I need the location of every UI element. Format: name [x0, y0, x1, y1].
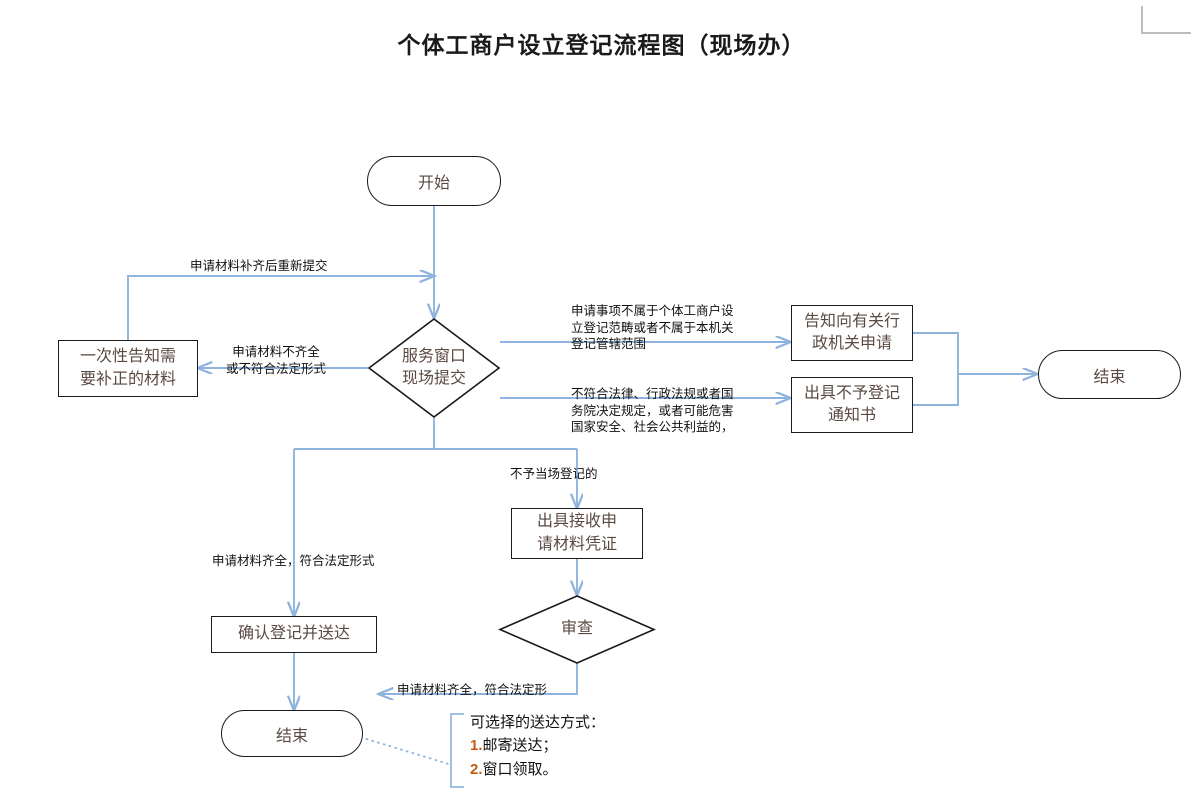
node-refusal-notice-label: 出具不予登记 通知书	[803, 384, 900, 424]
node-confirm-registration-label: 确认登记并送达	[237, 625, 350, 643]
page-corner-mark	[1141, 6, 1191, 34]
edge-label-incomplete: 申请材料不齐全 或不符合法定形式	[226, 345, 327, 376]
note-item-2: 2.窗口领取。	[470, 758, 605, 781]
node-review[interactable]: 审查	[497, 595, 657, 664]
page-title: 个体工商户设立登记流程图（现场办）	[397, 33, 806, 58]
edge-label-illegal: 不符合法律、行政法规或者国 务院决定规定，或者可能危害 国家安全、社会公共利益的…	[571, 387, 734, 434]
node-end-bottom[interactable]: 结束	[221, 710, 363, 757]
node-notify-other-agency[interactable]: 告知向有关行 政机关申请	[791, 305, 913, 361]
node-one-time-notice[interactable]: 一次性告知需 要补正的材料	[58, 340, 198, 397]
node-notify-other-agency-label: 告知向有关行 政机关申请	[803, 312, 900, 352]
edge-label-not-on-site: 不予当场登记的	[510, 467, 598, 481]
note-item-2-number: 2.	[470, 760, 483, 778]
node-receipt-voucher-label: 出具接收申 请材料凭证	[536, 513, 617, 553]
node-start-label: 开始	[417, 175, 450, 192]
edge-label-complete-from-window: 申请材料齐全，符合法定形式	[212, 554, 375, 568]
node-end-right-label: 结束	[1093, 368, 1126, 386]
node-receipt-voucher[interactable]: 出具接收申 请材料凭证	[511, 508, 643, 559]
note-item-1-number: 1.	[470, 737, 483, 755]
edge-label-complete-from-review: 申请材料齐全，符合法定形	[397, 683, 548, 697]
edge-label-resubmit: 申请材料补齐后重新提交	[190, 259, 328, 273]
node-refusal-notice[interactable]: 出具不予登记 通知书	[791, 377, 913, 433]
note-item-1-text: 邮寄送达；	[482, 737, 558, 755]
note-item-1: 1.邮寄送达；	[470, 734, 605, 757]
edge-label-out-of-scope: 申请事项不属于个体工商户设 立登记范畴或者不属于本机关 登记管辖范围	[571, 304, 734, 351]
node-end-bottom-label: 结束	[275, 727, 308, 745]
node-start[interactable]: 开始	[367, 156, 501, 206]
delivery-method-note: 可选择的送达方式： 1.邮寄送达； 2.窗口领取。	[470, 711, 605, 781]
node-service-window[interactable]: 服务窗口 现场提交	[367, 317, 501, 419]
note-heading: 可选择的送达方式：	[470, 714, 606, 731]
node-end-right[interactable]: 结束	[1038, 350, 1181, 399]
node-confirm-registration[interactable]: 确认登记并送达	[211, 616, 377, 653]
note-item-2-text: 窗口领取。	[482, 760, 558, 778]
note-bracket	[450, 713, 464, 788]
node-one-time-notice-label: 一次性告知需 要补正的材料	[79, 348, 176, 388]
